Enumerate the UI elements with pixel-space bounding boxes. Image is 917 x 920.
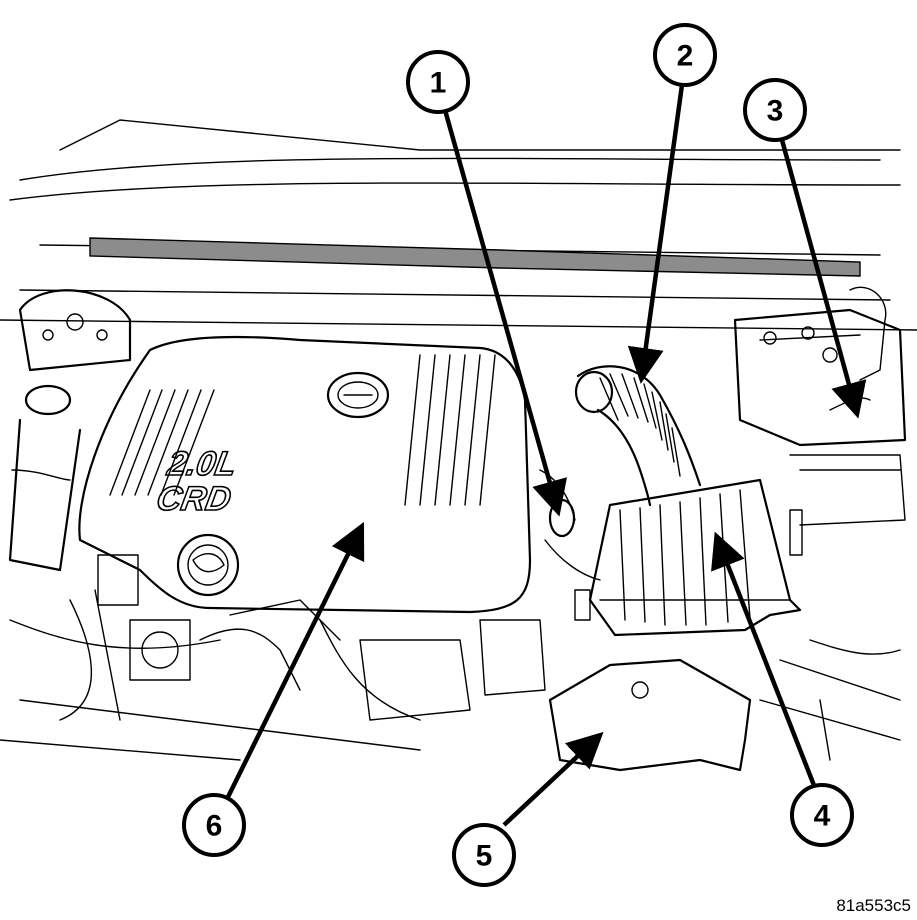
callout-2-label: 2 (677, 40, 694, 73)
callout-4: 4 (790, 783, 854, 847)
right-side-components (733, 286, 907, 761)
engine-cover-text-line1: 2.0L (164, 445, 240, 483)
leader-line-3 (779, 139, 867, 419)
figure-id-label: 81a553c5 (836, 896, 911, 915)
leader-lines (225, 84, 867, 827)
engine-cover-text-line2: CRD (154, 480, 234, 518)
callout-5-label: 5 (476, 840, 493, 873)
engine-cover: 2.0L CRD (78, 335, 532, 614)
lower-engine-components (0, 554, 546, 761)
air-intake-hose (574, 365, 702, 507)
left-strut-tower (18, 289, 132, 372)
leader-line-4 (711, 531, 818, 789)
callout-2: 2 (653, 23, 717, 87)
callout-6: 6 (182, 793, 246, 857)
callout-1-label: 1 (430, 67, 447, 100)
coolant-reservoir (8, 384, 82, 572)
callout-4-label: 4 (814, 800, 831, 833)
leader-line-1 (442, 109, 568, 517)
callout-6-label: 6 (206, 810, 223, 843)
cowl-grille (89, 237, 861, 277)
callout-3: 3 (743, 78, 807, 142)
callout-5: 5 (452, 823, 516, 887)
air-cleaner-housing (574, 478, 803, 637)
callout-3-label: 3 (767, 95, 784, 128)
callout-1: 1 (406, 50, 470, 114)
leader-line-6 (225, 521, 365, 798)
leader-line-5 (502, 731, 604, 827)
leader-line-2 (627, 84, 685, 384)
